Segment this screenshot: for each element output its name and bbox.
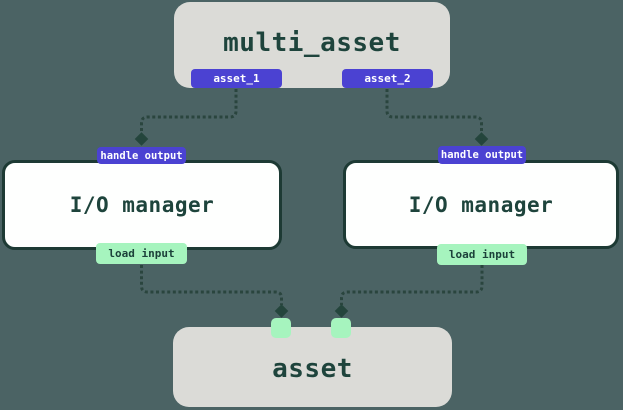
wire-asset2-to-right-handle-output bbox=[385, 89, 489, 146]
load-input-badge-right: load input bbox=[437, 244, 527, 265]
wire-right-load-input-to-asset-port2 bbox=[334, 265, 484, 318]
node-io-manager-right: I/O manager bbox=[343, 160, 619, 249]
io-manager-right-label: I/O manager bbox=[408, 193, 554, 217]
load-input-badge-left: load input bbox=[96, 243, 187, 264]
output-badge-asset-1: asset_1 bbox=[191, 69, 282, 88]
io-manager-left-label: I/O manager bbox=[69, 193, 215, 217]
asset-input-port-1 bbox=[271, 318, 291, 338]
asset-input-port-2 bbox=[331, 318, 351, 338]
asset-label: asset bbox=[272, 354, 353, 384]
handle-output-badge-left: handle output bbox=[97, 147, 186, 164]
handle-output-badge-right: handle output bbox=[438, 146, 526, 164]
wire-left-load-input-to-asset-port1 bbox=[140, 265, 289, 318]
wire-asset1-to-left-handle-output bbox=[134, 89, 238, 146]
node-asset: asset bbox=[173, 327, 452, 407]
output-badge-asset-2: asset_2 bbox=[342, 69, 433, 88]
multi-asset-label: multi_asset bbox=[223, 28, 401, 58]
node-io-manager-left: I/O manager bbox=[2, 160, 282, 250]
